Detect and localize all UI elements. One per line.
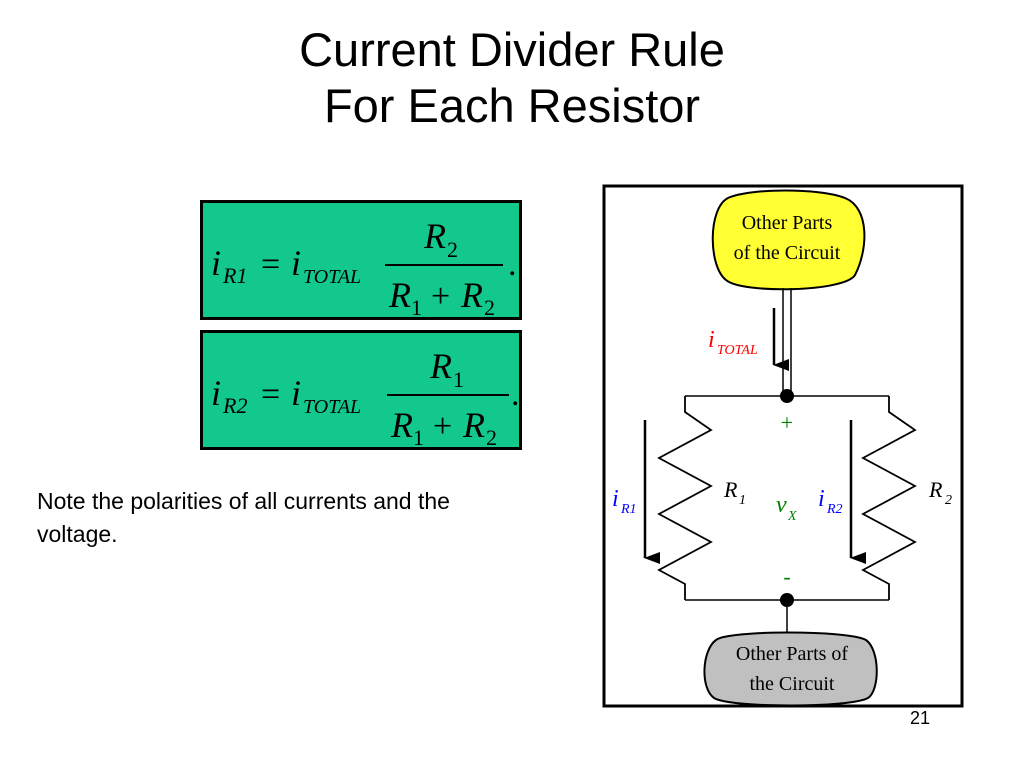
- eq1-den-r1: R: [388, 275, 411, 315]
- bottom-node: [780, 593, 794, 607]
- eq2-lhs-sub: R2: [222, 393, 247, 418]
- title-line-1: Current Divider Rule: [299, 23, 725, 76]
- r2-symbol: R: [928, 477, 943, 502]
- r2-resistor: [861, 396, 917, 600]
- eq1-period: .: [508, 246, 517, 283]
- slide-title: Current Divider Rule For Each Resistor: [0, 22, 1024, 134]
- eq2-den-r2: R: [462, 405, 485, 445]
- eq2-den-sub1: 1: [413, 425, 424, 447]
- eq1-plus: +: [431, 278, 450, 315]
- other-parts-top-block: [711, 189, 866, 291]
- eq2-num-r: R: [429, 346, 452, 386]
- eq2-plus: +: [433, 408, 452, 445]
- top-block-line2: of the Circuit: [734, 242, 841, 264]
- eq2-lhs-i: i: [211, 373, 221, 413]
- note-text: Note the polarities of all currents and …: [37, 488, 450, 547]
- r1-sub: 1: [739, 493, 746, 508]
- eq1-lhs-i: i: [211, 243, 221, 283]
- title-line-2: For Each Resistor: [323, 79, 701, 132]
- eq2-period: .: [511, 376, 519, 413]
- eq1-den-sub2: 2: [484, 295, 495, 317]
- eq2-den-sub2: 2: [486, 425, 497, 447]
- i-total-sub: TOTAL: [717, 343, 758, 358]
- eq1-rhs-i: i: [291, 243, 301, 283]
- other-parts-bottom-block: [703, 631, 878, 707]
- eq1-lhs-sub: R1: [222, 263, 247, 288]
- bottom-block-line1: Other Parts of: [736, 643, 849, 665]
- i-r2-sub: R2: [826, 502, 843, 517]
- equation-ir2-formula: i R2 = i TOTAL R 1 R 1 + R 2 .: [211, 346, 520, 450]
- eq1-num-r: R: [423, 216, 446, 256]
- top-node: [780, 389, 794, 403]
- eq1-equals: =: [261, 246, 280, 283]
- circuit-frame: [602, 184, 964, 708]
- eq2-equals: =: [261, 376, 280, 413]
- vx-sub: X: [787, 509, 797, 524]
- r2-sub: 2: [945, 493, 952, 508]
- equation-box-ir1: i R1 = i TOTAL R 2 R 1 + R 2 .: [200, 200, 522, 320]
- eq1-den-sub1: 1: [411, 295, 422, 317]
- r1-symbol: R: [723, 477, 738, 502]
- vx-symbol: v: [776, 492, 787, 518]
- eq1-rhs-sub: TOTAL: [303, 266, 361, 288]
- i-r1-sub: R1: [620, 502, 637, 517]
- i-r2-symbol: i: [818, 486, 825, 512]
- eq1-den-r2: R: [460, 275, 483, 315]
- bottom-block-line2: the Circuit: [750, 673, 835, 695]
- eq2-rhs-i: i: [291, 373, 301, 413]
- r1-resistor: [657, 396, 713, 600]
- i-r1-symbol: i: [612, 486, 619, 512]
- i-total-symbol: i: [708, 327, 715, 353]
- equation-ir1-formula: i R1 = i TOTAL R 2 R 1 + R 2 .: [211, 216, 517, 320]
- eq2-rhs-sub: TOTAL: [303, 396, 361, 418]
- top-block-line1: Other Parts: [742, 212, 833, 234]
- polarity-minus: -: [783, 564, 790, 589]
- eq2-num-sub: 1: [453, 367, 464, 392]
- eq2-den-r1: R: [390, 405, 413, 445]
- polarity-plus: +: [781, 410, 793, 435]
- page-number: 21: [909, 708, 931, 728]
- equation-box-ir2: i R2 = i TOTAL R 1 R 1 + R 2 .: [200, 330, 522, 450]
- eq1-num-sub: 2: [447, 237, 458, 262]
